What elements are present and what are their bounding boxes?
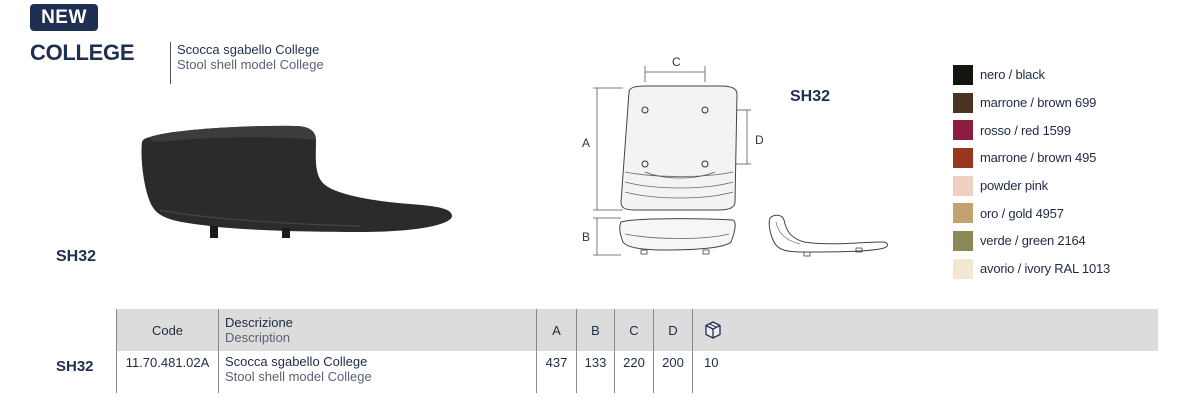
header-dim-c: C [614, 309, 653, 351]
color-swatch-row[interactable]: powder pink [953, 172, 1110, 200]
subtitle-block: Scocca sgabello College Stool shell mode… [170, 42, 324, 84]
color-swatch-row[interactable]: avorio / ivory RAL 1013 [953, 255, 1110, 283]
drawing-code-label: SH32 [790, 88, 831, 105]
cell-description: Scocca sgabello College Stool shell mode… [218, 351, 536, 393]
color-swatch-list: nero / black marrone / brown 699 rosso /… [953, 61, 1110, 283]
color-swatch-row[interactable]: marrone / brown 495 [953, 144, 1110, 172]
color-swatch-label: marrone / brown 699 [980, 95, 1097, 111]
color-swatch-label: avorio / ivory RAL 1013 [980, 261, 1111, 277]
new-badge: NEW [30, 4, 98, 31]
header-description: Descrizione Description [218, 309, 536, 351]
technical-drawing-side [768, 214, 889, 257]
dim-label-a: A [582, 136, 590, 150]
header-pack [692, 309, 1158, 351]
specs-table: Code Descrizione Description A B C D 11.… [116, 309, 1158, 393]
color-swatch [953, 258, 973, 279]
box-icon [705, 321, 721, 339]
row-code-label: SH32 [56, 358, 94, 375]
cell-desc-it: Scocca sgabello College [225, 354, 368, 369]
header-code: Code [116, 309, 218, 351]
cell-dim-d: 200 [653, 351, 692, 393]
color-swatch [953, 64, 973, 85]
dim-label-b: B [582, 230, 590, 244]
color-swatch [953, 175, 973, 196]
color-swatch-label: verde / green 2164 [980, 233, 1086, 249]
dim-label-c: C [672, 55, 681, 69]
color-swatch-row[interactable]: marrone / brown 699 [953, 89, 1110, 117]
color-swatch-label: powder pink [980, 178, 1048, 194]
cell-desc-en: Stool shell model College [225, 369, 372, 384]
table-header: Code Descrizione Description A B C D [116, 309, 1158, 351]
subtitle-italian: Scocca sgabello College [177, 42, 320, 57]
color-swatch-label: oro / gold 4957 [980, 205, 1064, 221]
color-swatch [953, 230, 973, 251]
product-code-label: SH32 [56, 248, 97, 265]
product-photo [141, 125, 452, 238]
header-desc-en: Description [225, 330, 291, 345]
color-swatch-label: rosso / red 1599 [980, 122, 1071, 138]
cell-pack-qty: 10 [692, 351, 1158, 393]
color-swatch-row[interactable]: oro / gold 4957 [953, 199, 1110, 227]
header-desc-it: Descrizione [225, 315, 293, 330]
color-swatch-row[interactable]: nero / black [953, 61, 1110, 89]
color-swatch [953, 92, 973, 113]
header-dim-a: A [536, 309, 576, 351]
color-swatch-row[interactable]: verde / green 2164 [953, 227, 1110, 255]
model-title: COLLEGE [30, 40, 135, 65]
cell-code: 11.70.481.02A [116, 351, 218, 393]
color-swatch-label: nero / black [980, 67, 1045, 83]
cell-dim-b: 133 [576, 351, 614, 393]
color-swatch [953, 120, 973, 141]
header-dim-d: D [653, 309, 692, 351]
table-row: 11.70.481.02A Scocca sgabello College St… [116, 351, 1158, 393]
subtitle-english: Stool shell model College [177, 57, 324, 72]
cell-dim-a: 437 [536, 351, 576, 393]
cell-dim-c: 220 [614, 351, 653, 393]
color-swatch-label: marrone / brown 495 [980, 150, 1097, 166]
header-dim-b: B [576, 309, 614, 351]
dim-label-d: D [755, 133, 764, 147]
technical-drawing-front: C A D B [582, 55, 764, 256]
color-swatch-row[interactable]: rosso / red 1599 [953, 116, 1110, 144]
color-swatch [953, 203, 973, 224]
color-swatch [953, 147, 973, 168]
